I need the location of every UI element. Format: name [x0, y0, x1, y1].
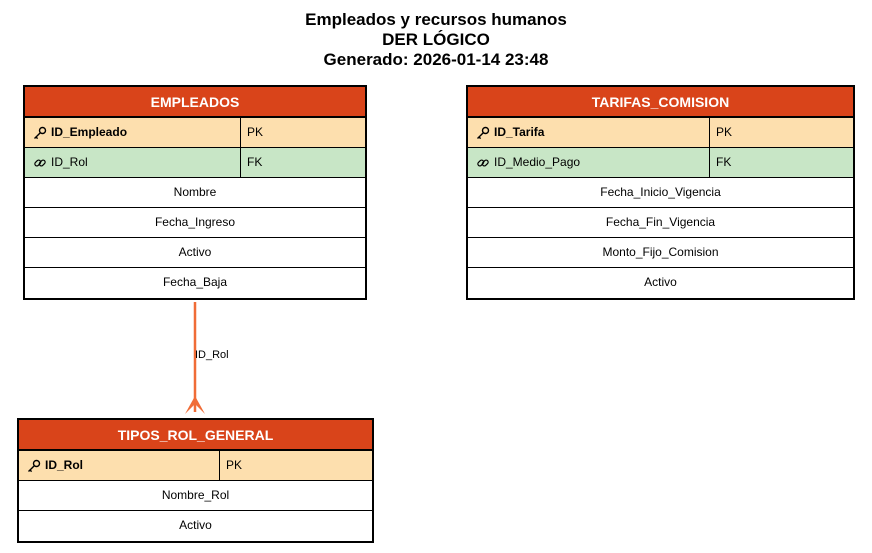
attribute-row[interactable]: Activo [179, 518, 212, 532]
fk-row[interactable]: ID_Rol FK [25, 148, 365, 178]
link-icon [33, 156, 47, 170]
fk-field-type: FK [247, 155, 263, 169]
entity-empleados[interactable]: EMPLEADOS ID_Empleado PK ID_Rol FK Nombr… [23, 85, 367, 300]
attribute-row[interactable]: Fecha_Inicio_Vigencia [468, 178, 853, 208]
pk-field-name: ID_Rol [45, 458, 84, 472]
attribute-row[interactable]: Nombre [25, 178, 365, 208]
attribute-row[interactable]: Monto_Fijo_Comision [468, 238, 853, 268]
entity-tipos-rol-general[interactable]: TIPOS_ROL_GENERAL ID_Rol PK Nombre_Rol A… [17, 418, 374, 543]
link-icon [476, 156, 490, 170]
fk-field-name: ID_Rol [51, 155, 88, 169]
pk-row[interactable]: ID_Tarifa PK [468, 118, 853, 148]
attribute-row[interactable]: Fecha_Ingreso [25, 208, 365, 238]
fk-field-type: FK [716, 155, 732, 169]
key-icon [27, 459, 41, 473]
fk-row[interactable]: ID_Medio_Pago FK [468, 148, 853, 178]
diagram-title: Empleados y recursos humanos DER LÓGICO … [0, 10, 872, 70]
key-icon [33, 126, 47, 140]
fk-field-name: ID_Medio_Pago [494, 155, 581, 169]
attribute-row[interactable]: Activo [25, 238, 365, 268]
attribute-row[interactable]: Fecha_Baja [162, 275, 228, 289]
entity-header: TIPOS_ROL_GENERAL [19, 420, 372, 451]
title-line-1: Empleados y recursos humanos [305, 10, 567, 29]
pk-row[interactable]: ID_Rol PK [19, 451, 372, 481]
pk-field-type: PK [247, 125, 264, 139]
pk-field-type: PK [226, 458, 243, 472]
title-line-3: Generado: 2026-01-14 23:48 [323, 50, 549, 69]
crow-foot-arrow [185, 396, 205, 414]
entity-header: EMPLEADOS [25, 87, 365, 118]
pk-field-name: ID_Tarifa [494, 125, 545, 139]
pk-row[interactable]: ID_Empleado PK [25, 118, 365, 148]
attribute-row[interactable]: Fecha_Fin_Vigencia [468, 208, 853, 238]
attribute-row[interactable]: Nombre_Rol [19, 481, 372, 511]
entity-tarifas-comision[interactable]: TARIFAS_COMISION ID_Tarifa PK ID_Medio_P… [466, 85, 855, 300]
relationship-label: ID_Rol [195, 349, 229, 361]
pk-field-type: PK [716, 125, 733, 139]
title-line-2: DER LÓGICO [382, 30, 490, 49]
attribute-row[interactable]: Activo [644, 275, 677, 289]
entity-header: TARIFAS_COMISION [468, 87, 853, 118]
pk-field-name: ID_Empleado [51, 125, 128, 139]
key-icon [476, 126, 490, 140]
